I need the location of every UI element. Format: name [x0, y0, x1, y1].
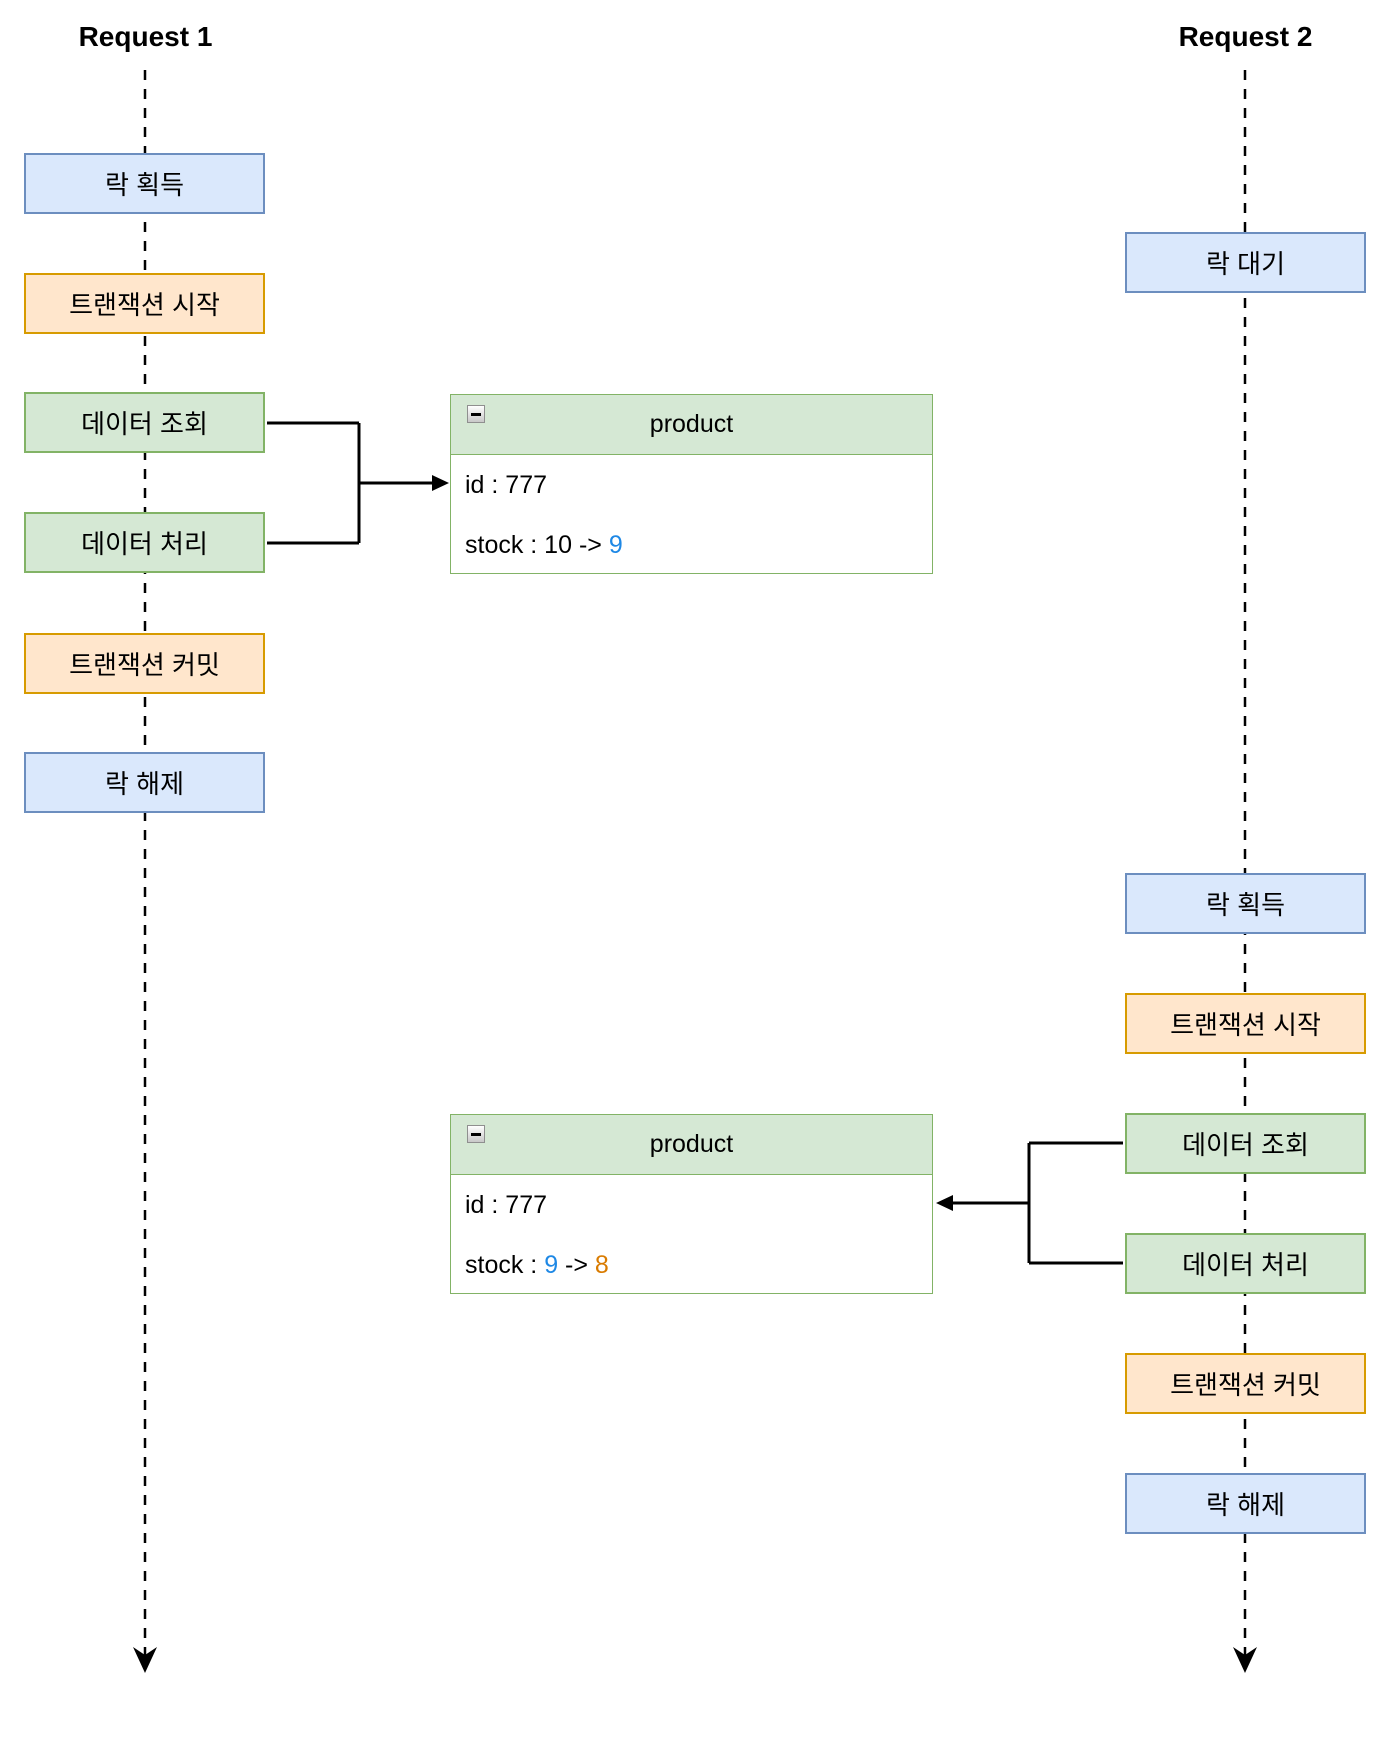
product-1-id-text: id : 777 — [465, 470, 548, 499]
request2-product-connector-arrowhead-icon — [936, 1195, 953, 1211]
request1-lifeline-arrow-down-icon — [133, 1647, 157, 1673]
r2-step-data-read: 데이터 조회 — [1125, 1113, 1366, 1174]
product-2-stock-text: stock : — [465, 1250, 545, 1279]
product-entity-2-header: product — [451, 1115, 932, 1175]
request1-title: Request 1 — [78, 21, 213, 52]
r2-step-lock-acquire: 락 획득 — [1125, 873, 1366, 934]
product-1-stock-text: stock : 10 -> — [465, 530, 609, 559]
r1-step-lock-acquire: 락 획득 — [24, 153, 265, 214]
product-entity-2: product id : 777 stock : 9 -> 8 — [450, 1114, 933, 1294]
product-2-stock-arrow-text: -> — [558, 1250, 595, 1279]
r1-step-data-read: 데이터 조회 — [24, 392, 265, 453]
product-2-id-text: id : 777 — [465, 1190, 548, 1219]
r2-step-lock-release: 락 해제 — [1125, 1473, 1366, 1534]
request2-title: Request 2 — [1178, 21, 1313, 52]
r2-step-transaction-commit: 트랜잭션 커밋 — [1125, 1353, 1366, 1414]
product-2-stock-old-value: 9 — [544, 1250, 559, 1279]
product-2-stock-row: stock : 9 -> 8 — [451, 1235, 932, 1295]
request2-lifeline-arrow-down-icon — [1233, 1647, 1257, 1673]
product-entity-1-title: product — [649, 410, 734, 438]
product-1-stock-row: stock : 10 -> 9 — [451, 515, 932, 575]
r2-step-lock-wait: 락 대기 — [1125, 232, 1366, 293]
product-2-id-row: id : 777 — [451, 1175, 932, 1235]
request1-product-connector-arrowhead-icon — [432, 475, 449, 491]
product-entity-1: product id : 777 stock : 10 -> 9 — [450, 394, 933, 574]
r1-step-transaction-commit: 트랜잭션 커밋 — [24, 633, 265, 694]
product-2-stock-new-value: 8 — [594, 1250, 609, 1279]
product-entity-1-header: product — [451, 395, 932, 455]
minus-bar — [471, 1132, 481, 1136]
request1-product-connector — [267, 421, 434, 545]
minus-icon[interactable] — [467, 1125, 485, 1143]
r2-step-transaction-start: 트랜잭션 시작 — [1125, 993, 1366, 1054]
r1-step-lock-release: 락 해제 — [24, 752, 265, 813]
r2-step-data-process: 데이터 처리 — [1125, 1233, 1366, 1294]
minus-bar — [471, 412, 481, 416]
minus-icon[interactable] — [467, 405, 485, 423]
r1-step-data-process: 데이터 처리 — [24, 512, 265, 573]
product-entity-2-title: product — [649, 1130, 734, 1158]
product-1-id-row: id : 777 — [451, 455, 932, 515]
request2-product-connector — [951, 1141, 1123, 1265]
r1-step-transaction-start: 트랜잭션 시작 — [24, 273, 265, 334]
product-1-stock-new-value: 9 — [608, 530, 623, 559]
